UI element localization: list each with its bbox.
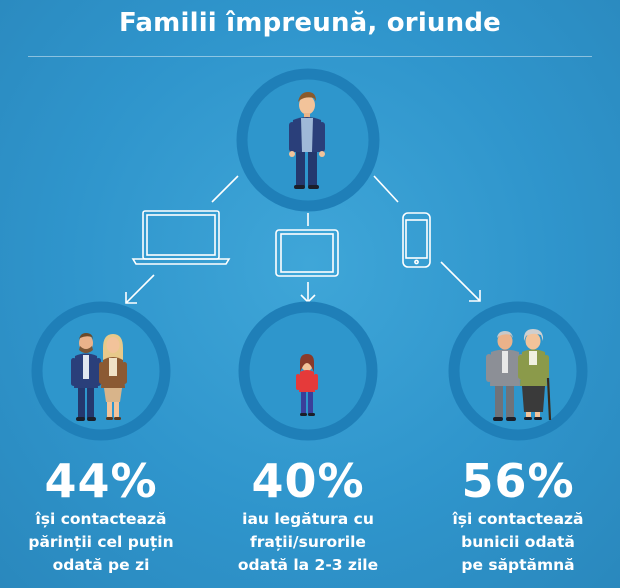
- stat-description: își contactează bunicii odată pe săptămn…: [423, 508, 613, 577]
- father-figure: [71, 333, 101, 421]
- tablet-icon: [275, 229, 339, 277]
- stat-percent: 56%: [461, 454, 575, 508]
- stat-percent: 44%: [44, 454, 158, 508]
- page-title: Familii împreună, oriunde: [119, 8, 501, 38]
- stat-description: iau legătura cu frații/surorile odată la…: [213, 508, 403, 577]
- arrow-right: [440, 261, 481, 302]
- stat-line: pe săptămnă: [461, 556, 575, 574]
- mother-figure: [99, 334, 127, 420]
- connector-right: [373, 175, 399, 203]
- top-person-circle: [236, 68, 380, 212]
- grandparents-circle: [448, 301, 588, 441]
- grandfather-figure: [486, 331, 524, 421]
- young-man-figure: [289, 92, 325, 189]
- parents-circle: [31, 301, 171, 441]
- stat-line: frații/surorile: [250, 533, 366, 551]
- stat-line: odată la 2-3 zile: [237, 556, 379, 574]
- stat-line: părinții cel puțin: [28, 533, 174, 551]
- arrow-left: [125, 274, 155, 304]
- stat-line: odată pe zi: [52, 556, 150, 574]
- stat-line: își contactează: [452, 510, 584, 528]
- grandmother-figure: [518, 329, 552, 421]
- stat-line: își contactează: [35, 510, 167, 528]
- stat-siblings: 40% iau legătura cu frații/surorile odat…: [213, 456, 403, 577]
- stat-percent: 40%: [251, 454, 365, 508]
- stat-parents: 44% își contactează părinții cel puțin o…: [6, 456, 196, 577]
- stat-line: iau legătura cu: [242, 510, 374, 528]
- connector-left: [211, 175, 239, 203]
- phone-icon: [402, 212, 431, 268]
- stat-line: bunicii odată: [461, 533, 575, 551]
- stat-description: își contactează părinții cel puțin odată…: [6, 508, 196, 577]
- sibling-circle: [238, 301, 378, 441]
- girl-figure: [296, 354, 318, 416]
- laptop-icon: [131, 210, 231, 265]
- title-divider: [28, 56, 592, 57]
- stat-grandparents: 56% își contactează bunicii odată pe săp…: [423, 456, 613, 577]
- arrow-center: [300, 282, 316, 304]
